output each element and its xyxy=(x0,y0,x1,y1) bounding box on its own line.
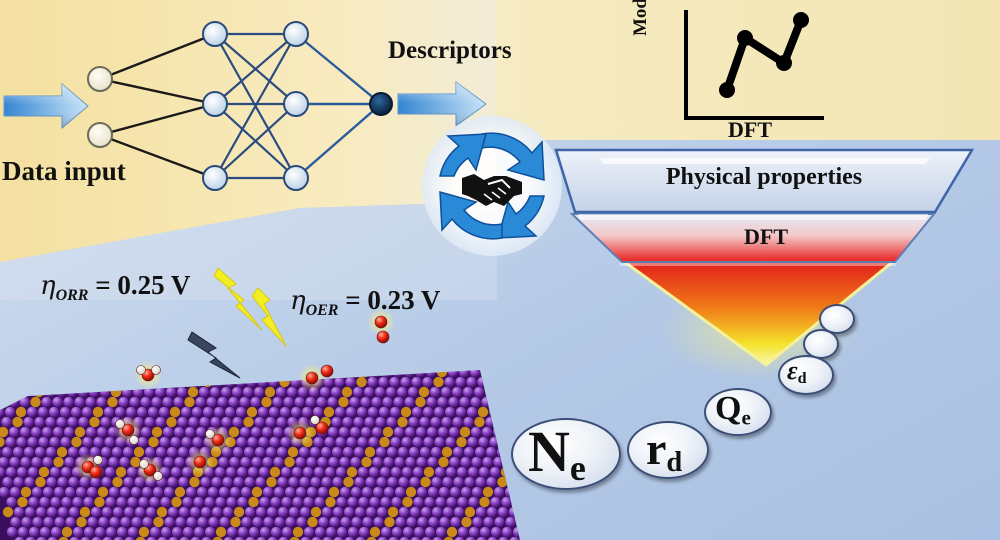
hidden-node xyxy=(202,21,228,47)
oer-overpotential: ηOER = 0.23 V xyxy=(290,285,441,319)
output-node xyxy=(369,92,393,116)
plot-point xyxy=(719,82,735,98)
hidden-node xyxy=(283,91,309,117)
descriptor-rd: rd xyxy=(646,423,683,479)
model-vs-dft-plot xyxy=(684,10,824,120)
descriptor-qe: Qe xyxy=(715,390,751,430)
plot-line xyxy=(723,18,805,92)
plot-y-axis-label: Model xyxy=(630,0,651,36)
plot-point xyxy=(793,12,809,28)
descriptor-bubble xyxy=(704,388,772,436)
descriptor-ne: Ne xyxy=(528,419,586,488)
descriptor-bubble xyxy=(778,355,834,395)
funnel-top-tier xyxy=(554,148,975,214)
plot-point xyxy=(776,55,792,71)
hidden-node xyxy=(202,91,228,117)
funnel-top-label: Physical properties xyxy=(665,164,863,190)
descriptor-bubble xyxy=(819,304,855,334)
hidden-output-edges xyxy=(295,33,382,179)
descriptors-label: Descriptors xyxy=(388,37,512,64)
input-node xyxy=(87,66,113,92)
descriptor-epsilon-d: εd xyxy=(787,356,807,388)
dark-lightning-bolt-icon xyxy=(187,331,241,379)
lightning-bolt-icon xyxy=(213,267,287,347)
input-hidden-edges xyxy=(99,32,216,180)
adsorbate-molecules xyxy=(74,308,395,484)
orr-overpotential: ηORR = 0.25 V xyxy=(40,270,191,304)
data-input-label: Data input xyxy=(2,156,126,186)
network-panel xyxy=(0,0,497,262)
descriptor-bubble xyxy=(627,421,709,479)
network-nodes xyxy=(87,21,393,191)
funnel-middle-label: DFT xyxy=(744,224,788,249)
input-node xyxy=(87,122,113,148)
plot-x-axis-label: DFT xyxy=(728,117,772,142)
plot-panel xyxy=(497,0,1000,140)
funnel xyxy=(554,148,975,380)
handshake-icon xyxy=(462,174,522,206)
hidden-node xyxy=(283,165,309,191)
descriptor-bubble xyxy=(803,329,839,359)
neural-network xyxy=(87,21,393,191)
plot-point xyxy=(737,30,753,46)
hidden-hidden-edges xyxy=(214,32,297,180)
cycle-arrows-icon xyxy=(422,116,562,256)
descriptor-bubble xyxy=(511,418,621,490)
data-input-arrow xyxy=(3,82,89,130)
descriptors-arrow xyxy=(397,81,487,127)
hidden-node xyxy=(283,21,309,47)
hidden-node xyxy=(202,165,228,191)
